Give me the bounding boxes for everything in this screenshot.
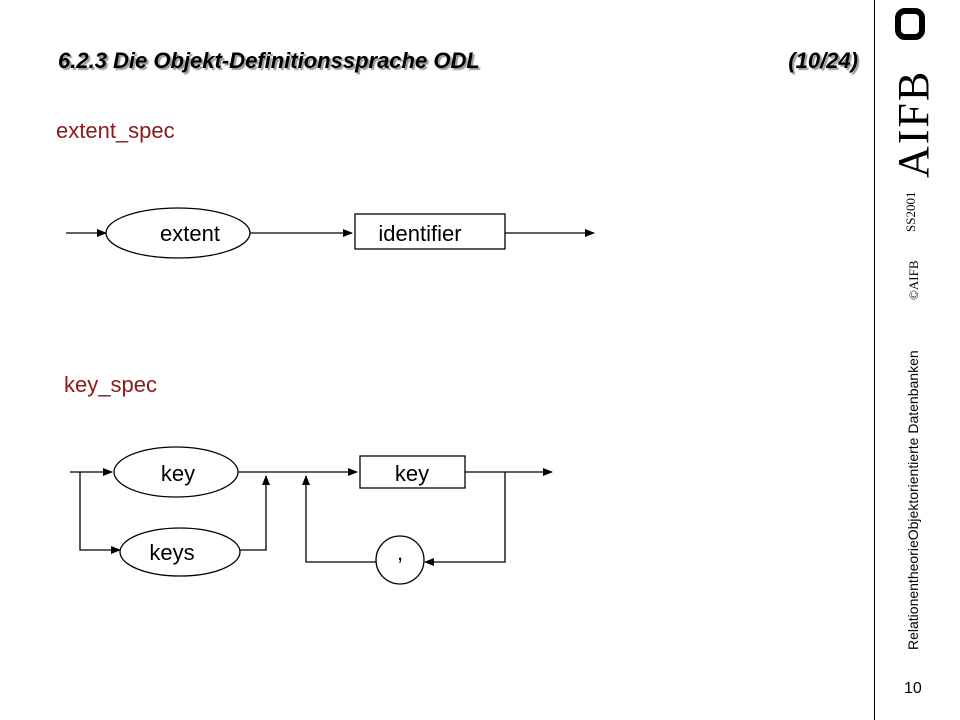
key-nonterminal bbox=[359, 455, 466, 489]
page-number: 10 bbox=[904, 680, 922, 697]
edge-entry-keys bbox=[79, 472, 121, 554]
keys-terminal bbox=[119, 527, 241, 577]
extent-spec-diagram: extent identifier bbox=[66, 207, 595, 259]
key-spec-label: key_spec bbox=[64, 372, 157, 397]
extent-terminal-label: extent bbox=[160, 221, 220, 246]
extent-spec-label: extent_spec bbox=[56, 118, 175, 143]
identifier-label: identifier bbox=[378, 221, 461, 246]
page-indicator: (10/24) bbox=[788, 48, 858, 73]
key-terminal-label: key bbox=[161, 461, 195, 486]
key-spec-diagram bbox=[70, 446, 553, 585]
slide-title: 6.2.3 Die Objekt-Definitionssprache ODL … bbox=[58, 44, 858, 84]
title-text: 6.2.3 Die Objekt-Definitionssprache ODL bbox=[58, 48, 480, 73]
edge-keys-merge bbox=[240, 475, 270, 551]
course-title: RelationentheorieObjektorientierte Daten… bbox=[905, 350, 921, 650]
copyright-label: ©AIFB bbox=[906, 260, 921, 301]
edge-comma-loop-back bbox=[302, 475, 376, 563]
sidebar-divider bbox=[874, 0, 875, 720]
comma-terminal bbox=[375, 535, 425, 585]
identifier-nonterminal bbox=[354, 213, 506, 250]
comma-label: , bbox=[397, 540, 403, 565]
syntax-diagrams: extent identifier key keys key , bbox=[66, 207, 595, 585]
key-nonterminal-label: key bbox=[395, 461, 429, 486]
edge-loop-to-comma bbox=[424, 472, 506, 566]
aifb-logo-mark bbox=[895, 8, 925, 40]
keys-terminal-label: keys bbox=[149, 540, 194, 565]
semester-label: SS2001 bbox=[903, 191, 918, 232]
aifb-logo-text: AIFB bbox=[889, 69, 938, 178]
